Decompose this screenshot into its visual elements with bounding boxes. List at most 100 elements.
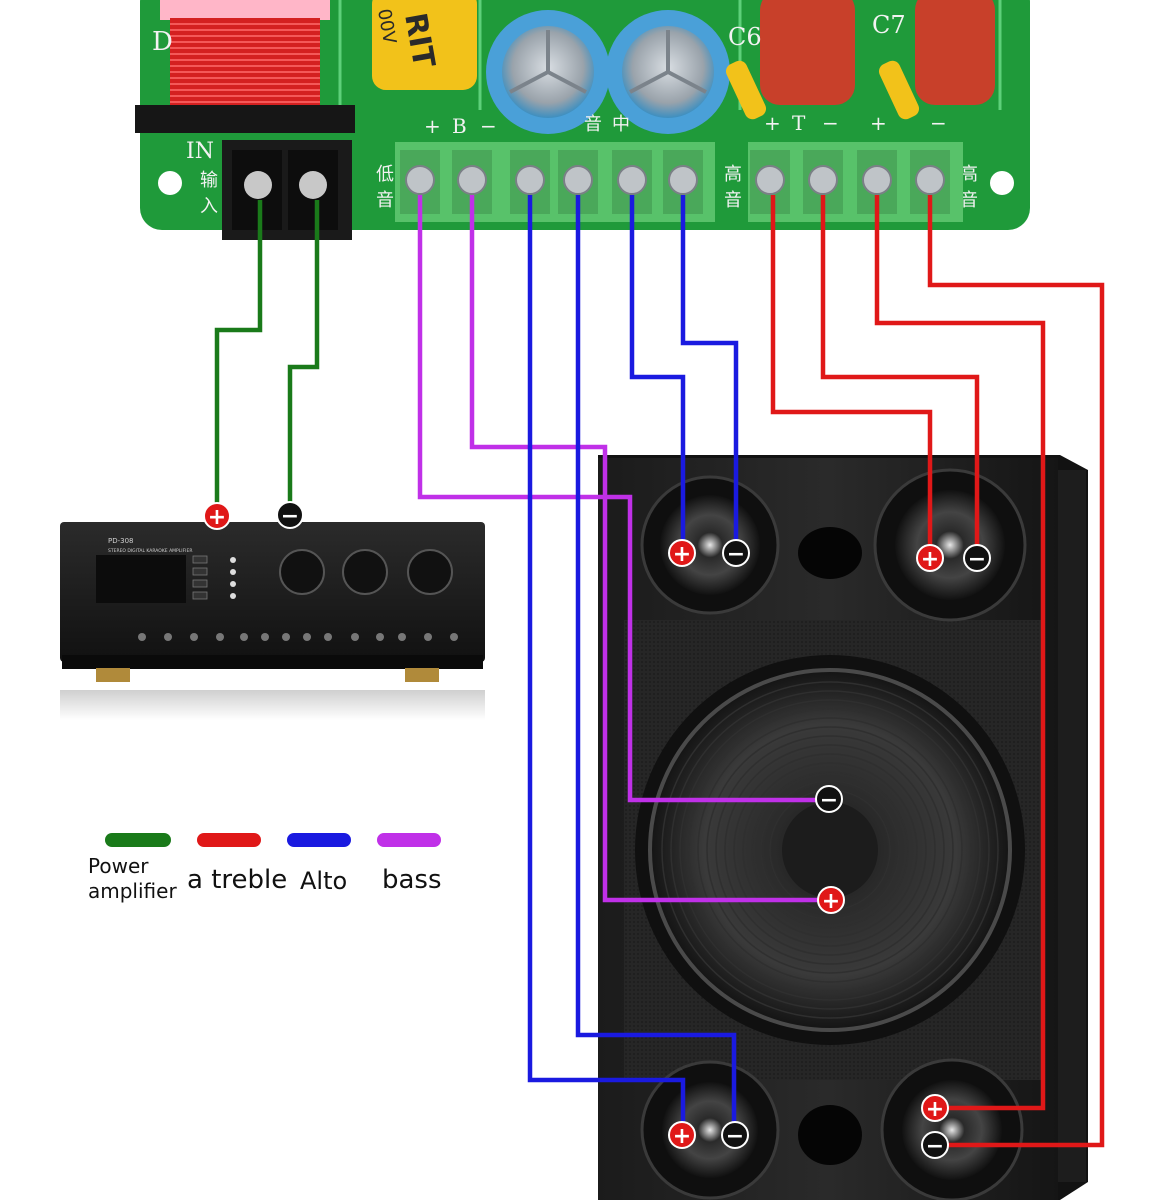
amplifier-subtitle: STEREO DIGITAL KARAOKE AMPLIFIER	[108, 548, 192, 554]
svg-text:+: +	[926, 1097, 944, 1122]
amp-button	[138, 633, 146, 641]
film-capacitor-c7	[878, 0, 995, 120]
terminal-screw	[563, 165, 593, 195]
knob	[279, 549, 325, 595]
amp-button	[324, 633, 332, 641]
label-mid-1: 中	[612, 114, 630, 135]
label-c6: C6	[728, 23, 762, 51]
legend-item-treble: a treble	[187, 833, 287, 895]
crossover-board: D RIT 00V C6 C7 + B	[135, 0, 1030, 240]
amp-indicator	[230, 593, 236, 599]
bottom-left-plus-marker: +	[668, 1121, 696, 1149]
amp-display-segment	[192, 555, 208, 564]
electrolytic-capacitor	[606, 10, 730, 134]
svg-text:+: +	[673, 542, 691, 567]
amp-button	[216, 633, 224, 641]
legend: Power amplifier a treble Alto bass	[88, 833, 442, 903]
legend-label-bass: bass	[382, 865, 442, 895]
power-amplifier: PD-308 STEREO DIGITAL KARAOKE AMPLIFIER	[60, 522, 485, 720]
terminal-screw	[808, 165, 838, 195]
top-right-minus-marker: −	[963, 544, 991, 572]
amp-button	[190, 633, 198, 641]
amp-button	[450, 633, 458, 641]
terminal-screw	[755, 165, 785, 195]
legend-item-alto: Alto	[287, 833, 351, 895]
speaker-cabinet	[598, 455, 1088, 1200]
terminal-screw	[515, 165, 545, 195]
bass-port-bottom	[798, 1105, 862, 1165]
wire-alto-4	[680, 195, 739, 553]
wire-alto-1	[527, 195, 686, 1135]
top-right-plus-marker: +	[916, 544, 944, 572]
woofer-cone-ring	[706, 726, 954, 974]
label-d: D	[152, 27, 173, 57]
amp-button	[398, 633, 406, 641]
top-left-plus-marker: +	[668, 539, 696, 567]
input-terminal-block	[222, 140, 352, 240]
svg-text:−: −	[968, 547, 986, 572]
woofer-cone-ring	[715, 735, 945, 965]
svg-text:−: −	[926, 1134, 944, 1159]
amp-minus-marker: −	[276, 501, 304, 529]
woofer-plus-marker: +	[817, 886, 845, 914]
amp-display-segment	[192, 579, 208, 588]
top-left-minus-marker: −	[722, 539, 750, 567]
label-b-minus: −	[480, 114, 497, 138]
amp-indicator	[230, 569, 236, 575]
legend-label-treble: a treble	[187, 865, 287, 895]
amp-button	[424, 633, 432, 641]
mount-hole	[158, 171, 182, 195]
label-b-plus: +	[424, 114, 441, 138]
terminal-screw	[862, 165, 892, 195]
bottom-right-tweeter	[880, 1058, 1024, 1200]
amp-button	[240, 633, 248, 641]
bottom-left-tweeter	[640, 1060, 780, 1200]
wire-alto-3	[629, 195, 686, 553]
terminal-block-bass-mid	[395, 142, 715, 222]
electrolytic-capacitor	[486, 10, 610, 134]
wire-treble-1	[770, 195, 933, 558]
wire-treble-4	[927, 195, 1105, 1148]
label-t-minus: −	[822, 111, 839, 135]
label-high-r2: 音	[960, 190, 978, 211]
terminal-screw	[668, 165, 698, 195]
woofer-minus-marker: −	[815, 785, 843, 813]
mount-hole	[990, 171, 1014, 195]
svg-text:−: −	[820, 788, 838, 813]
svg-text:+: +	[673, 1124, 691, 1149]
knob	[342, 549, 388, 595]
svg-text:+: +	[921, 547, 939, 572]
yellow-capacitor: RIT 00V	[372, 0, 477, 90]
amp-button	[303, 633, 311, 641]
bottom-right-plus-marker: +	[921, 1094, 949, 1122]
label-in: IN	[186, 139, 214, 164]
label-t: T	[792, 111, 806, 135]
inductor-coil	[135, 0, 355, 133]
label-t2-minus: −	[930, 111, 947, 135]
terminal-screw	[617, 165, 647, 195]
wire-treble-3	[874, 195, 1046, 1111]
amp-display-segment	[192, 567, 208, 576]
label-high-r1: 高	[960, 164, 978, 185]
woofer-cone-ring	[670, 690, 990, 1010]
label-input-1: 输	[200, 170, 218, 191]
terminal-screw	[915, 165, 945, 195]
woofer-cone-ring	[760, 780, 900, 920]
amp-button	[164, 633, 172, 641]
wire-alto-2	[575, 195, 737, 1135]
label-high-1: 高	[724, 164, 742, 185]
amp-plus-marker: +	[203, 502, 231, 530]
label-low-2: 音	[376, 190, 394, 211]
knob	[407, 549, 453, 595]
polarity-markers: + − + − + − − + + − + −	[203, 501, 991, 1159]
svg-text:−: −	[726, 1124, 744, 1149]
wire-treble-2	[820, 195, 980, 558]
wire-power-plus	[214, 200, 263, 512]
woofer-cone-ring	[742, 762, 918, 938]
legend-label-power-line2: amplifier	[88, 879, 177, 903]
label-t2-plus: +	[870, 111, 887, 135]
legend-label-power-line1: Power	[88, 854, 149, 878]
woofer-cone-ring	[688, 708, 972, 992]
amp-indicator	[230, 581, 236, 587]
